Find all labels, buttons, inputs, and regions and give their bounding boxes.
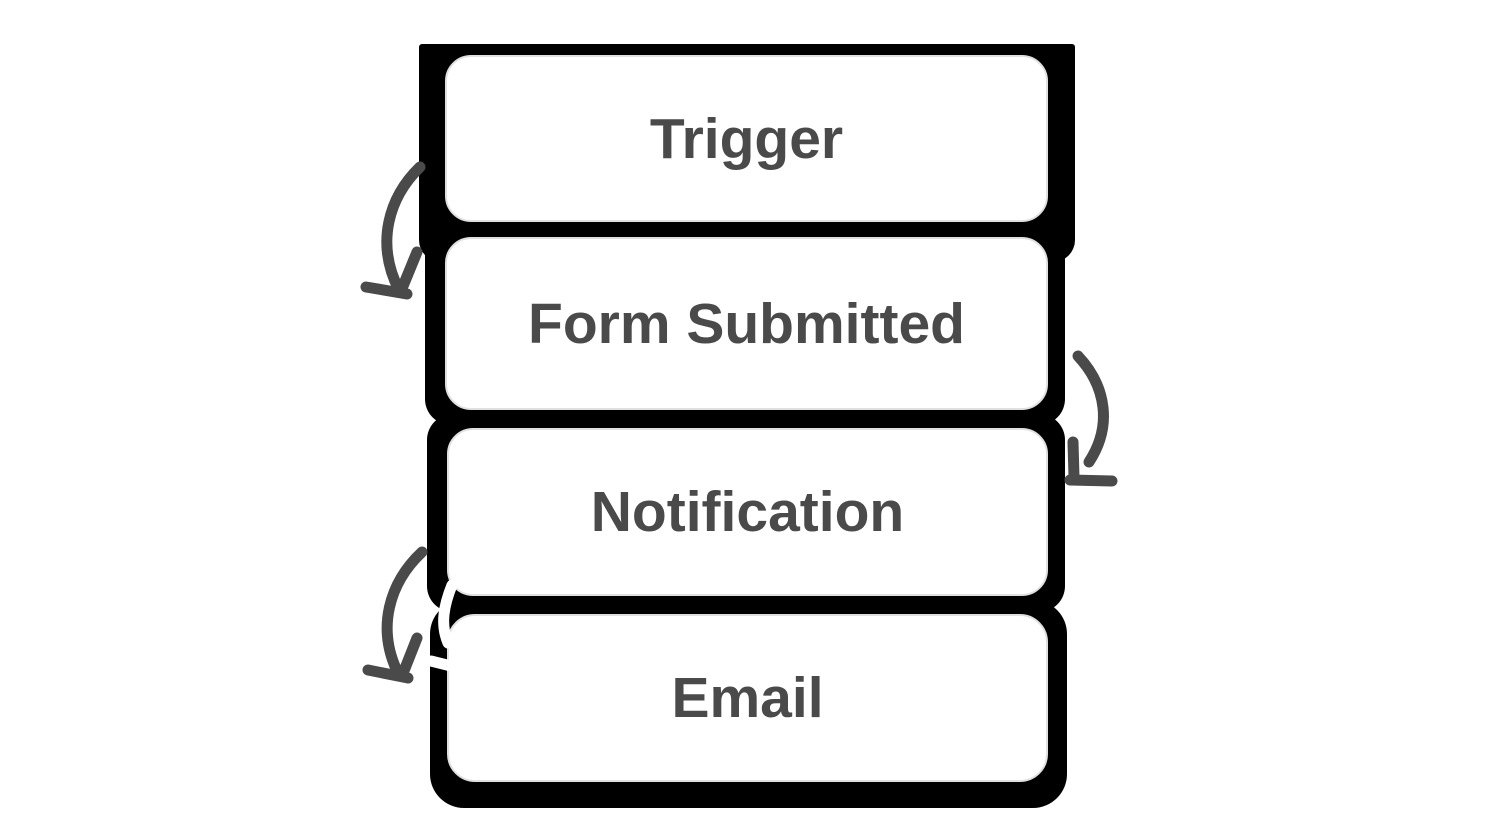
node-notification-label: Notification [590,480,905,544]
node-trigger[interactable]: Trigger [445,55,1048,222]
node-trigger-label: Trigger [649,106,844,171]
arrow-notification-to-email [362,546,428,684]
node-form-submitted[interactable]: Form Submitted [445,237,1048,410]
node-email[interactable]: Email [447,614,1048,782]
node-email-label: Email [671,666,824,730]
node-form-submitted-label: Form Submitted [528,291,965,356]
white-connector-stroke [425,579,465,674]
arrow-form-submitted-to-notification [1064,350,1118,487]
node-notification[interactable]: Notification [447,428,1048,596]
arrow-trigger-to-form-submitted [360,161,426,300]
